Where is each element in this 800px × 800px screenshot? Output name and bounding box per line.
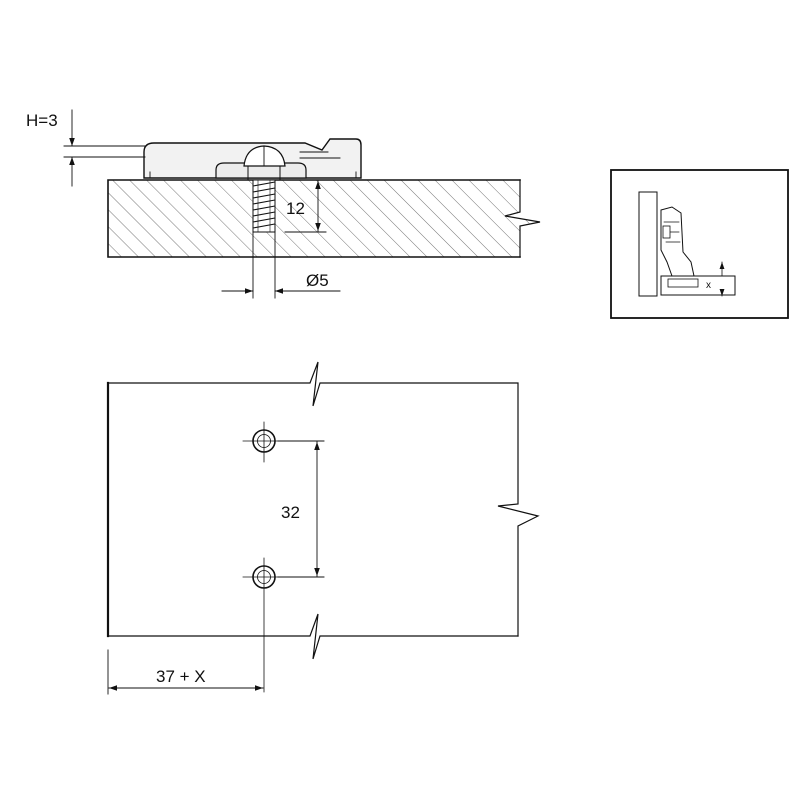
- drill-diameter-label: Ø5: [306, 271, 329, 290]
- dimension-hole-spacing: 32: [277, 440, 325, 578]
- board-cross-section: [107, 179, 541, 258]
- hole-spacing-label: 32: [281, 503, 300, 522]
- section-view: H=3 12 Ø5: [26, 109, 541, 299]
- inset-frame: [610, 169, 789, 319]
- edge-offset-label: 37 + X: [156, 667, 206, 686]
- inset-dimension-label: x: [706, 280, 711, 291]
- dimension-plate-height: H=3: [26, 109, 146, 187]
- dimension-drill-diameter: Ø5: [221, 231, 341, 299]
- screw-thread: [252, 179, 276, 233]
- drill-hole-bottom: [242, 557, 286, 693]
- inset-detail: x: [610, 169, 789, 319]
- screw-depth-label: 12: [286, 199, 305, 218]
- dimension-screw-depth: 12: [284, 180, 327, 233]
- plate-height-label: H=3: [26, 111, 58, 130]
- panel-outline: [106, 361, 540, 660]
- drill-hole-top: [242, 421, 286, 463]
- plan-view: 32 37 + X: [106, 361, 540, 695]
- mounting-plate-part: [143, 138, 362, 181]
- dimension-edge-offset: 37 + X: [107, 649, 264, 695]
